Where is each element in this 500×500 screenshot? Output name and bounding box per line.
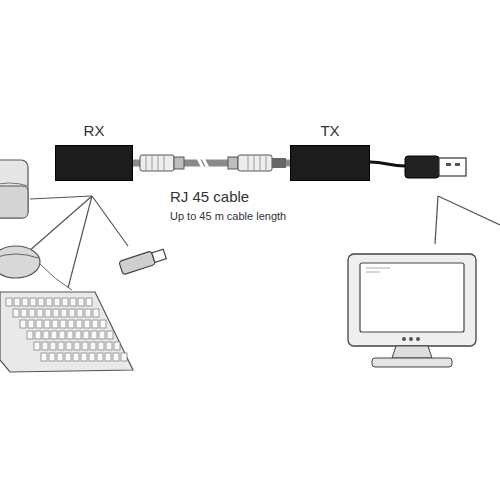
key	[89, 353, 95, 361]
key	[106, 342, 112, 350]
key	[6, 298, 12, 306]
key	[61, 309, 67, 317]
cable-note: Up to 45 m cable length	[170, 210, 286, 222]
cable-break	[197, 156, 209, 170]
key	[73, 353, 79, 361]
key	[78, 298, 84, 306]
key	[105, 353, 111, 361]
key	[86, 298, 92, 306]
key	[13, 309, 19, 317]
unit-label: RX	[56, 122, 132, 139]
usb-cable	[370, 162, 405, 166]
key	[99, 331, 105, 339]
key	[113, 353, 119, 361]
key	[30, 298, 36, 306]
unit-label: TX	[291, 122, 369, 139]
key	[49, 353, 55, 361]
key	[67, 331, 73, 339]
key	[51, 331, 57, 339]
key	[82, 342, 88, 350]
key	[62, 298, 68, 306]
key	[74, 342, 80, 350]
device-wire	[68, 196, 92, 288]
device-icon	[0, 160, 28, 218]
key	[34, 342, 40, 350]
rj45-plug	[228, 155, 286, 171]
key	[69, 309, 75, 317]
key	[65, 353, 71, 361]
extender-unit: TX	[290, 145, 370, 181]
key	[84, 320, 90, 328]
key	[52, 320, 58, 328]
key	[38, 298, 44, 306]
key	[20, 320, 26, 328]
key	[27, 331, 33, 339]
usb-plug	[405, 156, 466, 178]
key	[83, 331, 89, 339]
key	[66, 342, 72, 350]
cable-label: RJ 45 cable	[170, 188, 249, 205]
key	[75, 331, 81, 339]
key	[22, 298, 28, 306]
key	[77, 309, 83, 317]
key	[45, 309, 51, 317]
key	[91, 331, 97, 339]
key	[28, 320, 34, 328]
key	[41, 353, 47, 361]
key	[35, 331, 41, 339]
key	[50, 342, 56, 350]
key	[37, 309, 43, 317]
key	[70, 298, 76, 306]
key	[44, 320, 50, 328]
key	[85, 309, 91, 317]
key	[54, 298, 60, 306]
monitor-icon	[348, 254, 476, 367]
key	[76, 320, 82, 328]
device-wire	[92, 196, 128, 246]
key	[42, 342, 48, 350]
device-wire	[30, 196, 92, 199]
extender-unit: RX	[55, 145, 133, 181]
key	[60, 320, 66, 328]
key	[93, 309, 99, 317]
key	[97, 353, 103, 361]
key	[59, 331, 65, 339]
key	[68, 320, 74, 328]
keyboard-icon	[0, 292, 133, 372]
key	[29, 309, 35, 317]
key	[98, 342, 104, 350]
key	[21, 309, 27, 317]
device-wire	[435, 196, 438, 244]
key	[81, 353, 87, 361]
key	[46, 298, 52, 306]
key	[92, 320, 98, 328]
key	[107, 331, 113, 339]
key	[14, 298, 20, 306]
key	[58, 342, 64, 350]
usb-stick-icon	[119, 247, 167, 275]
key	[100, 320, 106, 328]
key	[53, 309, 59, 317]
mouse-icon	[0, 246, 72, 290]
key	[114, 342, 120, 350]
key	[90, 342, 96, 350]
device-wire	[438, 196, 500, 225]
key	[43, 331, 49, 339]
rj45-plug	[140, 155, 184, 171]
key	[121, 353, 127, 361]
key	[36, 320, 42, 328]
key	[57, 353, 63, 361]
device-wire	[28, 196, 92, 252]
